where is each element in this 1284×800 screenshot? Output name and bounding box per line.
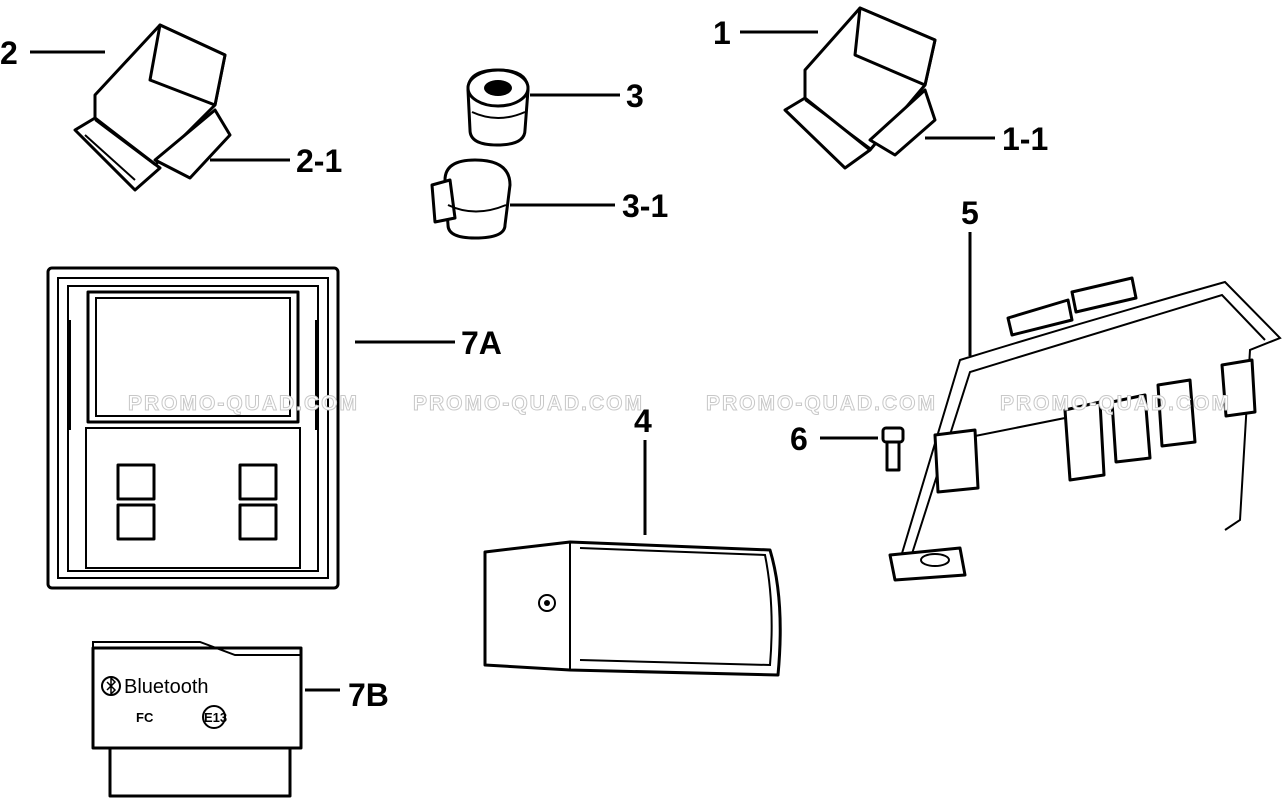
callout-2-1: 2-1: [296, 143, 342, 179]
callout-5: 5: [961, 195, 979, 231]
callout-2: 2: [0, 35, 18, 71]
callout-3: 3: [626, 78, 644, 114]
screw-head-icon: [538, 594, 556, 612]
callout-7b: 7B: [348, 677, 389, 713]
part-6-screw: [881, 426, 905, 472]
callout-6: 6: [790, 421, 808, 457]
e-mark: E13: [204, 710, 227, 725]
part-1-relay: [783, 6, 937, 170]
part-7a-display: [46, 266, 340, 590]
fcc-mark: FC: [136, 710, 154, 725]
e-mark-icon: [202, 705, 226, 729]
part-7b-bluetooth-module: Bluetooth FC E13: [91, 641, 303, 798]
watermark-1: PROMO-QUAD.COM: [128, 392, 359, 415]
callout-4: 4: [634, 403, 652, 439]
part-3-1-boot: [430, 158, 512, 240]
callout-1: 1: [713, 15, 731, 51]
part-3-cap: [466, 68, 530, 147]
watermark-2: PROMO-QUAD.COM: [413, 392, 644, 415]
part-2-relay: [73, 23, 232, 192]
watermark-3: PROMO-QUAD.COM: [706, 392, 937, 415]
callout-3-1: 3-1: [622, 188, 668, 224]
part-4-cover: [483, 540, 782, 677]
bluetooth-label: Bluetooth: [124, 676, 209, 698]
callout-1-1: 1-1: [1002, 121, 1048, 157]
watermark-4: PROMO-QUAD.COM: [1000, 392, 1231, 415]
callout-7a: 7A: [461, 325, 502, 361]
part-5-bracket: [888, 276, 1282, 582]
